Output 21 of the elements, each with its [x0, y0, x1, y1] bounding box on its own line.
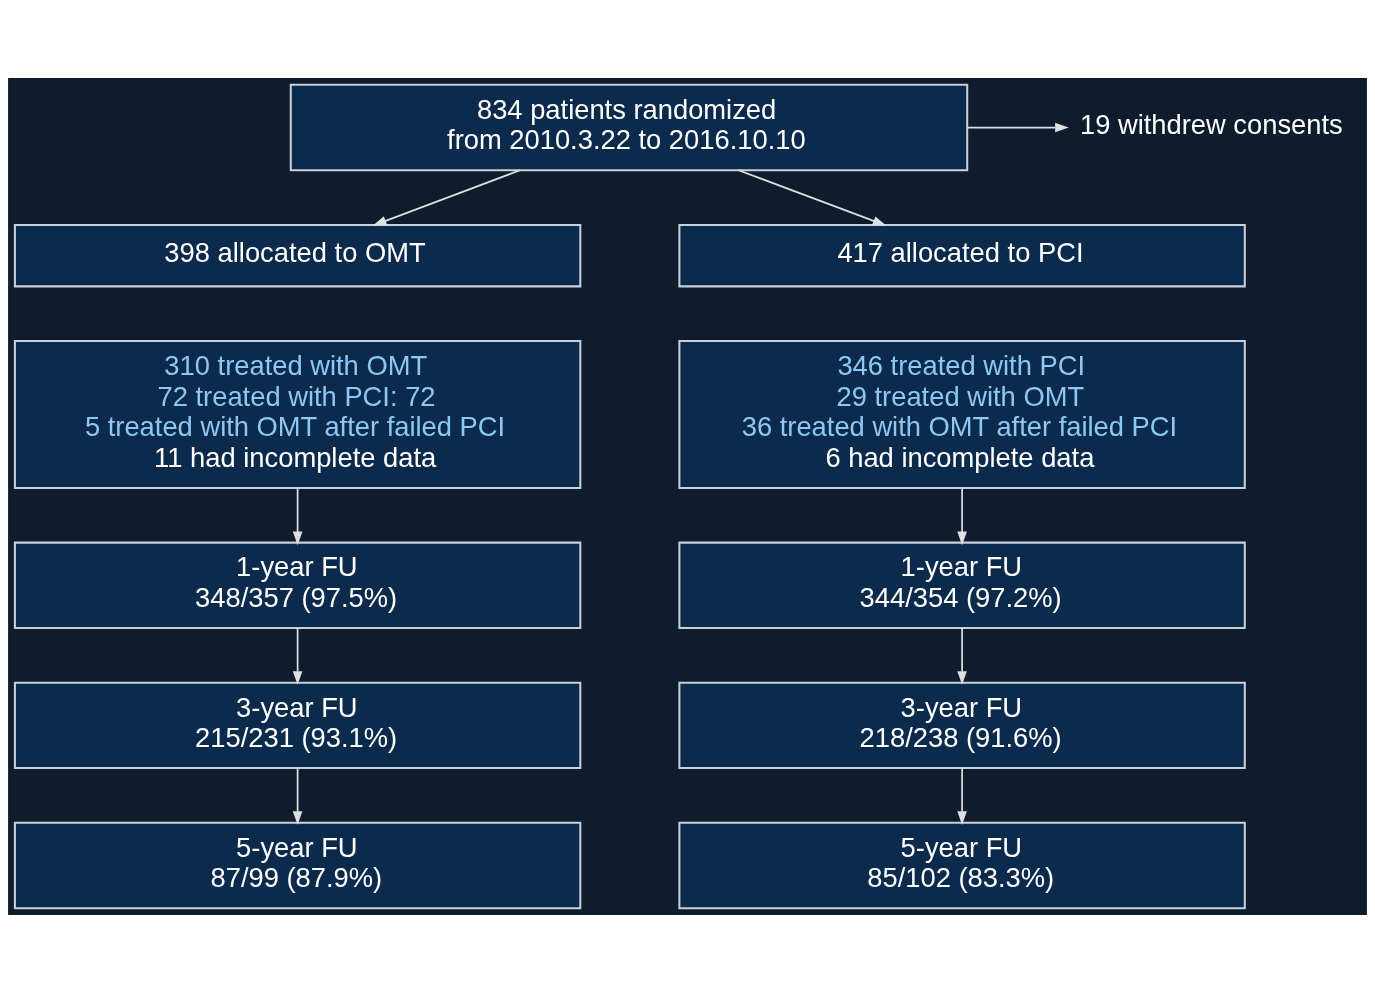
node-text: 19 withdrew consents	[1079, 108, 1343, 140]
node-box: 3-year FU 218/238 (91.6%)	[678, 681, 1246, 769]
arrow	[957, 626, 967, 685]
node-box: 398 allocated to OMT	[13, 223, 582, 287]
arrow	[957, 486, 967, 545]
arrow	[292, 766, 303, 825]
arrow	[957, 766, 967, 825]
arrow	[292, 626, 303, 685]
node-box: 310 treated with OMT 72 treated with PCI: 72 5 treated with OMT after failed PCI 11 had incomplete data	[13, 339, 582, 489]
node-box: 1-year FU 344/354 (97.2%)	[678, 541, 1246, 629]
node-box: 834 patients randomized from 2010.3.22 to 2016.10.10	[289, 83, 969, 171]
node-box: 346 treated with PCI 29 treated with OMT 36 treated with OMT after failed PCI 6 had incomplete data	[678, 339, 1246, 489]
node-box: 3-year FU 215/231 (93.1%)	[13, 681, 582, 769]
node-box: 5-year FU 87/99 (87.9%)	[13, 821, 582, 909]
arrow	[292, 486, 303, 545]
node-box: 1-year FU 348/357 (97.5%)	[13, 541, 582, 629]
arrow	[737, 168, 887, 226]
node-box: 417 allocated to PCI	[678, 223, 1246, 287]
arrow	[372, 168, 521, 226]
arrow	[966, 122, 1069, 132]
node-box: 5-year FU 85/102 (83.3%)	[678, 821, 1246, 909]
